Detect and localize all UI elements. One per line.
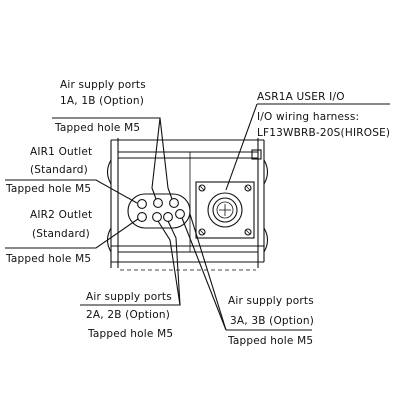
label-line: ASR1A USER I/O bbox=[257, 91, 345, 103]
air2-outlet-port-icon bbox=[137, 212, 147, 222]
label-line: Tapped hole M5 bbox=[5, 253, 91, 265]
label-line: Air supply ports bbox=[228, 295, 314, 307]
label-line: Tapped hole M5 bbox=[5, 183, 91, 195]
port-2a-icon bbox=[152, 212, 162, 222]
label-air2-outlet: AIR2 Outlet (Standard) Tapped hole M5 bbox=[5, 209, 92, 265]
label-line: Tapped hole M5 bbox=[87, 328, 173, 340]
label-line: 3A, 3B (Option) bbox=[230, 315, 314, 327]
label-line: Tapped hole M5 bbox=[54, 122, 140, 134]
leader-lines bbox=[5, 103, 390, 331]
label-line: 1A, 1B (Option) bbox=[60, 95, 144, 107]
port-2b-icon bbox=[163, 212, 173, 222]
label-line: Air supply ports bbox=[86, 291, 172, 303]
label-air-supply-1a-1b: Air supply ports 1A, 1B (Option) Tapped … bbox=[54, 79, 146, 134]
label-air-supply-3a-3b: Air supply ports 3A, 3B (Option) Tapped … bbox=[227, 295, 314, 347]
port-plate bbox=[127, 193, 191, 229]
label-asr1a-user-io: ASR1A USER I/O I/O wiring harness: LF13W… bbox=[257, 91, 390, 139]
port-1a-icon bbox=[153, 198, 163, 208]
label-line: Air supply ports bbox=[60, 79, 146, 91]
label-air-supply-2a-2b: Air supply ports 2A, 2B (Option) Tapped … bbox=[86, 291, 173, 340]
robot-body-outline bbox=[106, 138, 269, 271]
label-line: LF13WBRB-20S(HIROSE) bbox=[257, 127, 390, 139]
label-line: 2A, 2B (Option) bbox=[86, 309, 170, 321]
port-1b-icon bbox=[169, 198, 179, 208]
label-line: (Standard) bbox=[30, 164, 88, 176]
user-io-connector bbox=[195, 181, 255, 239]
label-line: (Standard) bbox=[32, 228, 90, 240]
label-line: Tapped hole M5 bbox=[227, 335, 313, 347]
air1-outlet-port-icon bbox=[137, 199, 147, 209]
label-air1-outlet: AIR1 Outlet (Standard) Tapped hole M5 bbox=[5, 146, 92, 195]
port-3a-icon bbox=[175, 209, 185, 219]
label-line: AIR1 Outlet bbox=[30, 146, 92, 158]
label-line: AIR2 Outlet bbox=[30, 209, 92, 221]
label-line: I/O wiring harness: bbox=[257, 111, 359, 123]
